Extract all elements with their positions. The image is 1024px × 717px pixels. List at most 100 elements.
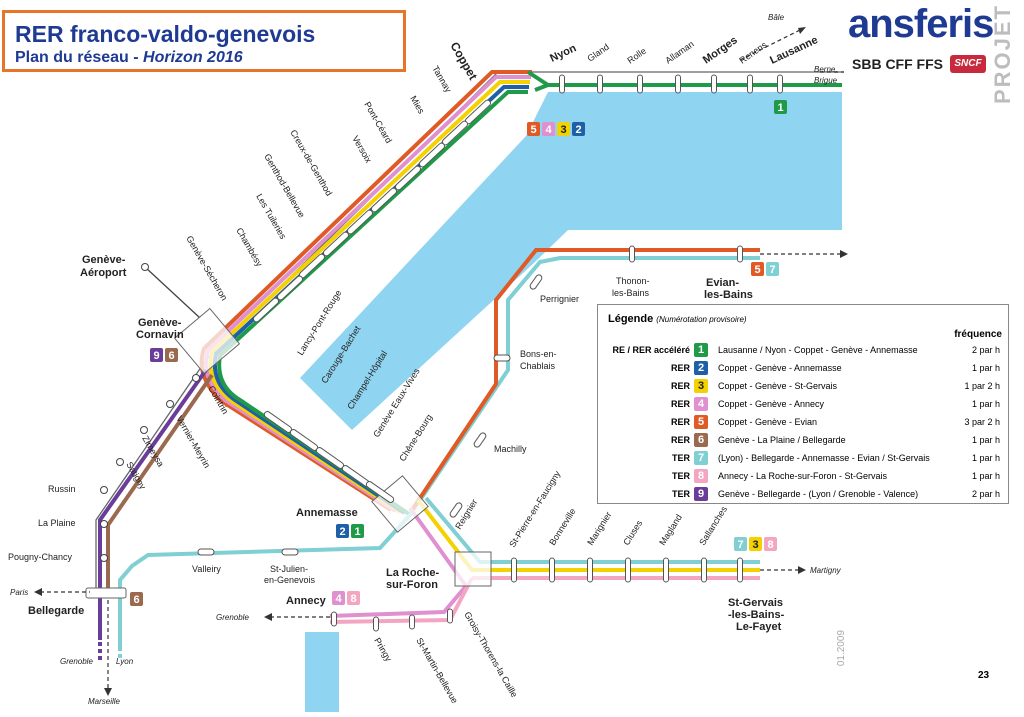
badge-bg [332, 591, 345, 605]
map-subtitle: Plan du réseau - Horizon 2016 [15, 49, 243, 67]
legend-type: TER [672, 471, 690, 481]
legend-subtitle: (Numérotation provisoire) [656, 315, 747, 324]
label-aeroport-1: Genève- [82, 254, 126, 266]
station-tick [276, 275, 304, 301]
station-dot [192, 374, 200, 382]
label-perrignier: Perrignier [540, 294, 579, 304]
label-pougny: Pougny-Chancy [8, 552, 73, 562]
label-creux: Creux-de-Genthod [288, 128, 334, 198]
station-tick [370, 187, 398, 213]
legend-description: Genève - La Plaine / Bellegarde [718, 435, 846, 445]
legend-title-text: Légende [608, 313, 654, 325]
label-grenoble-s: Grenoble [60, 657, 93, 666]
label-coppet: Coppet [447, 40, 480, 83]
badge-annecy-4: 4 [332, 591, 345, 605]
label-marignier: Marignier [585, 510, 613, 547]
label-lyon: Lyon [116, 657, 134, 666]
legend-type: TER [672, 489, 690, 499]
station-tick [747, 74, 753, 94]
station-dot [140, 426, 148, 434]
map-title: RER franco-valdo-genevois [15, 21, 316, 47]
legend-type: RER [670, 417, 690, 427]
legend-type: RE / RER accéléré [612, 345, 690, 355]
badge-num: 8 [350, 593, 356, 605]
station-tick [587, 557, 593, 583]
projet-stamp: PROJET [990, 4, 1015, 105]
badge-bellegarde-6: 6 [130, 592, 143, 606]
station-tick [737, 245, 743, 263]
badge-bg [347, 591, 360, 605]
badge-bg [150, 348, 163, 362]
station-tick [281, 548, 299, 556]
legend-frequency: 1 par 2 h [964, 381, 1000, 391]
legend-frequency: 1 par h [971, 453, 1000, 463]
arrows [40, 29, 844, 690]
station-tick [511, 557, 517, 583]
label-sallanches: Sallanches [697, 504, 729, 547]
legend-description: Coppet - Genève - Annecy [718, 399, 825, 409]
badge-num: 1 [777, 102, 783, 114]
aeroport-end [141, 263, 149, 271]
badge-cornavin-6: 6 [165, 348, 178, 362]
badge-cornavin-9: 9 [150, 348, 163, 362]
badge-bg [734, 537, 747, 551]
station-tick [663, 557, 669, 583]
lake-annecy [305, 632, 339, 712]
label-mies: Mies [408, 94, 426, 116]
line-5-orange [410, 248, 760, 512]
legend-line-number: 5 [694, 415, 708, 429]
station-tick [252, 297, 280, 323]
badge-evian-7: 7 [766, 262, 779, 276]
label-thonon-1: Thonon- [616, 276, 650, 286]
arrowhead-paris [34, 588, 42, 596]
station-tick [777, 74, 783, 94]
badge-coppet-3: 3 [557, 122, 570, 136]
station-tick [559, 74, 565, 94]
label-bons-1: Bons-en- [520, 349, 557, 359]
station-tick [473, 432, 487, 448]
badge-bg [336, 524, 349, 538]
legend-frequency: 3 par 2 h [964, 417, 1000, 427]
subtitle-prefix: Plan du réseau - [15, 49, 144, 66]
badge-bg [557, 122, 570, 136]
legend-line-number: 4 [694, 397, 708, 411]
arrowhead-martigny [798, 566, 806, 574]
station-dot [100, 520, 108, 528]
station-tick [409, 614, 415, 630]
legend-description: Coppet - Genève - Evian [718, 417, 818, 427]
badge-annemasse-2: 2 [336, 524, 349, 538]
station-ticks [100, 74, 783, 632]
station-tick [597, 74, 603, 94]
badge-bg [572, 122, 585, 136]
label-evian-2: les-Bains [704, 289, 753, 301]
label-pont-ceard: Pont-Céard [362, 100, 394, 145]
station-tick [711, 74, 717, 94]
label-annecy: Annecy [286, 595, 327, 607]
legend-type: TER [672, 453, 690, 463]
label-vernier: Vernier-Meyrin [174, 414, 212, 470]
legend-line-number: 9 [694, 487, 708, 501]
legend-type: RER [670, 363, 690, 373]
label-allaman: Allaman [663, 39, 695, 66]
legend-description: (Lyon) - Bellegarde - Annemasse - Evian … [718, 453, 930, 463]
label-morges: Morges [701, 34, 740, 66]
badge-num: 5 [530, 124, 536, 136]
label-groisy: Groisy-Thorens-la Caille [462, 610, 519, 699]
badge-annemasse-1: 1 [351, 524, 364, 538]
badge-coppet-5: 5 [527, 122, 540, 136]
legend-frequency: 2 par h [971, 345, 1000, 355]
legend-line-number: 7 [694, 451, 708, 465]
line-4-annecy [329, 506, 469, 618]
page-number: 23 [978, 670, 990, 681]
arrowhead-bale [798, 27, 806, 34]
arrowhead-evian [840, 250, 848, 258]
station-tick [529, 274, 543, 290]
subtitle-horizon: Horizon 2016 [143, 49, 243, 66]
label-lausanne: Lausanne [768, 34, 820, 67]
label-la-roche-2: sur-Foron [386, 579, 438, 591]
badge-bg [351, 524, 364, 538]
